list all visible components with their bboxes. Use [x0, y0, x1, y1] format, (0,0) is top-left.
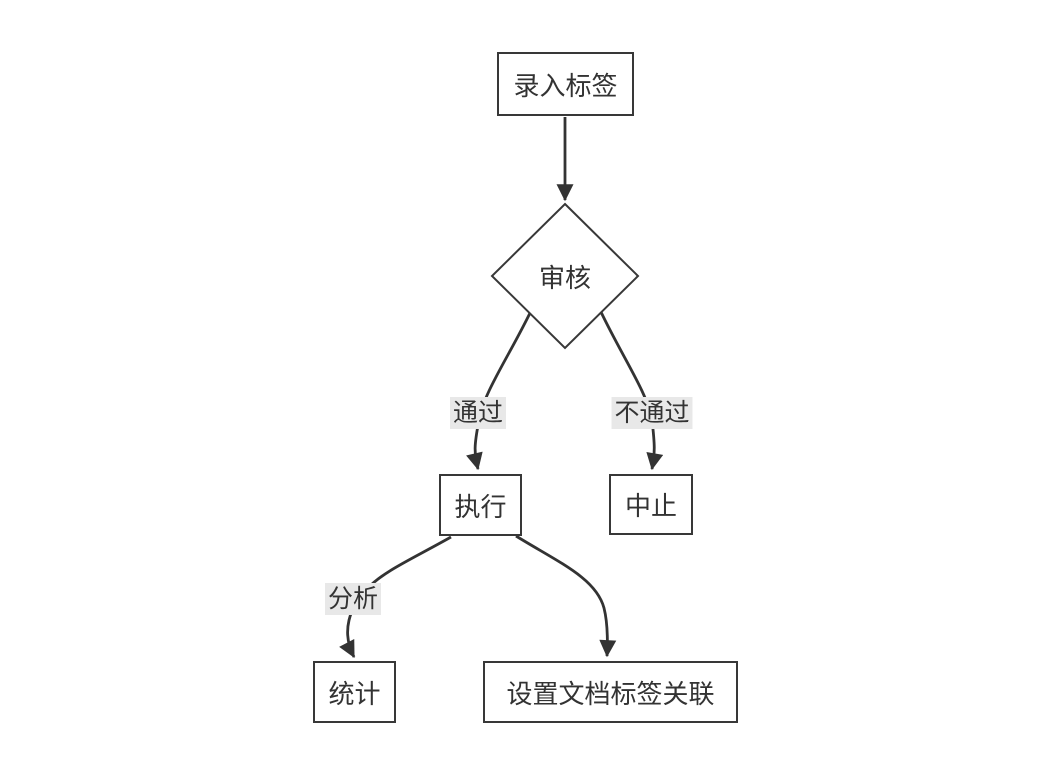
node-setdoc-label: 设置文档标签关联: [506, 678, 715, 709]
node-stats: 统计: [313, 661, 396, 723]
decision-diamond-shape: [490, 202, 640, 350]
node-review-label: 审核: [538, 262, 591, 293]
node-review: 审核: [492, 204, 638, 348]
edge-execute-setdoc: [515, 534, 617, 658]
node-abort: 中止: [609, 474, 693, 535]
edge-label-analyze: 分析: [324, 583, 382, 615]
node-abort-label: 中止: [624, 491, 677, 521]
node-stats-label: 统计: [328, 678, 381, 709]
node-start: 录入标签: [497, 52, 634, 116]
edge-label-fail: 不通过: [611, 397, 693, 429]
edge-label-pass: 通过: [449, 397, 507, 429]
node-execute-label: 执行: [454, 491, 507, 522]
node-start-label: 录入标签: [513, 70, 618, 101]
node-execute: 执行: [439, 474, 522, 536]
node-setdoc: 设置文档标签关联: [483, 661, 738, 723]
